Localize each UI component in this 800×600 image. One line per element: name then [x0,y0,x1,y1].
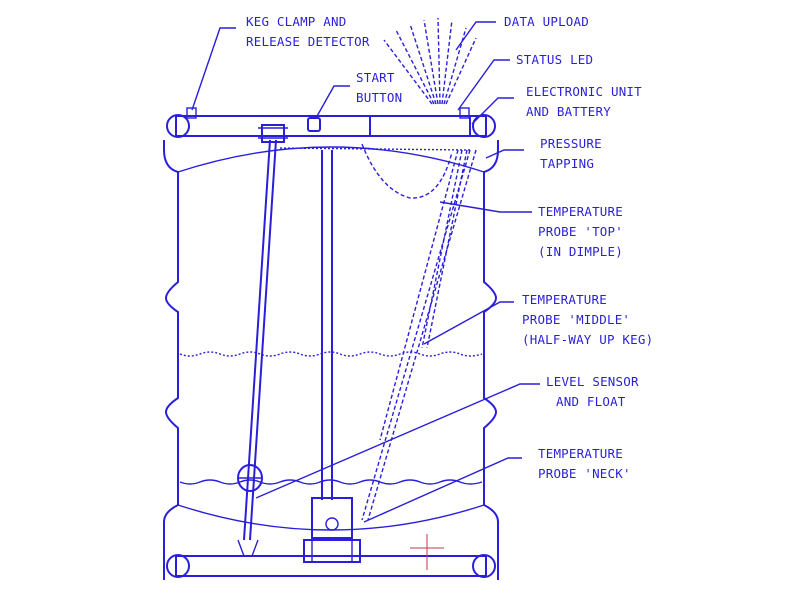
label-status-led: STATUS LED [516,52,593,67]
label-keg-clamp-line2: RELEASE DETECTOR [246,34,370,49]
keg-bottom-skirt [166,554,496,578]
keg-clamp-bar [166,107,496,138]
label-status-led-line1: STATUS LED [516,52,593,67]
label-temp-probe-neck-line2: PROBE 'NECK' [538,466,631,481]
temperature-cables [361,143,477,521]
label-temp-probe-top-line2: PROBE 'TOP' [538,224,623,239]
label-pressure-tapping: PRESSURE TAPPING [540,136,602,171]
label-electronic-unit-line1: ELECTRONIC UNIT [526,84,642,99]
label-pressure-tapping-line1: PRESSURE [540,136,602,151]
label-level-sensor-line2: AND FLOAT [556,394,626,409]
label-keg-clamp: KEG CLAMP AND RELEASE DETECTOR [246,14,370,49]
label-pressure-tapping-line2: TAPPING [540,156,594,171]
label-keg-clamp-line1: KEG CLAMP AND [246,14,346,29]
label-start-button-line1: START [356,70,395,85]
label-temp-probe-middle: TEMPERATURE PROBE 'MIDDLE' (HALF-WAY UP … [522,292,653,347]
label-electronic-unit-line2: AND BATTERY [526,104,611,119]
label-temp-probe-middle-line1: TEMPERATURE [522,292,607,307]
label-electronic-unit: ELECTRONIC UNIT AND BATTERY [526,84,642,119]
data-upload-rays [383,17,477,105]
label-level-sensor-line1: LEVEL SENSOR [546,374,639,389]
label-temp-probe-top-line3: (IN DIMPLE) [538,244,623,259]
label-data-upload-line1: DATA UPLOAD [504,14,589,29]
label-data-upload: DATA UPLOAD [504,14,589,29]
liquid-level-bottom [179,479,483,485]
label-start-button-line2: BUTTON [356,90,402,105]
label-temp-probe-middle-line3: (HALF-WAY UP KEG) [522,332,653,347]
label-temp-probe-neck-line1: TEMPERATURE [538,446,623,461]
marker-cross [410,534,444,570]
label-temp-probe-top: TEMPERATURE PROBE 'TOP' (IN DIMPLE) [538,204,623,259]
label-temp-probe-top-line1: TEMPERATURE [538,204,623,219]
spear-rod [279,147,471,500]
label-temp-probe-middle-line2: PROBE 'MIDDLE' [522,312,630,327]
start-button-shape [307,117,321,132]
electronic-unit-box [369,115,471,137]
label-temp-probe-neck: TEMPERATURE PROBE 'NECK' [538,446,631,481]
liquid-level-middle [179,351,483,357]
bottom-valve [303,497,361,563]
label-start-button: START BUTTON [356,70,402,105]
spear-head [258,124,288,143]
leader-lines [191,21,540,523]
level-sensor-rod [237,139,277,557]
keg-body [163,140,499,580]
label-level-sensor: LEVEL SENSOR AND FLOAT [546,374,639,409]
